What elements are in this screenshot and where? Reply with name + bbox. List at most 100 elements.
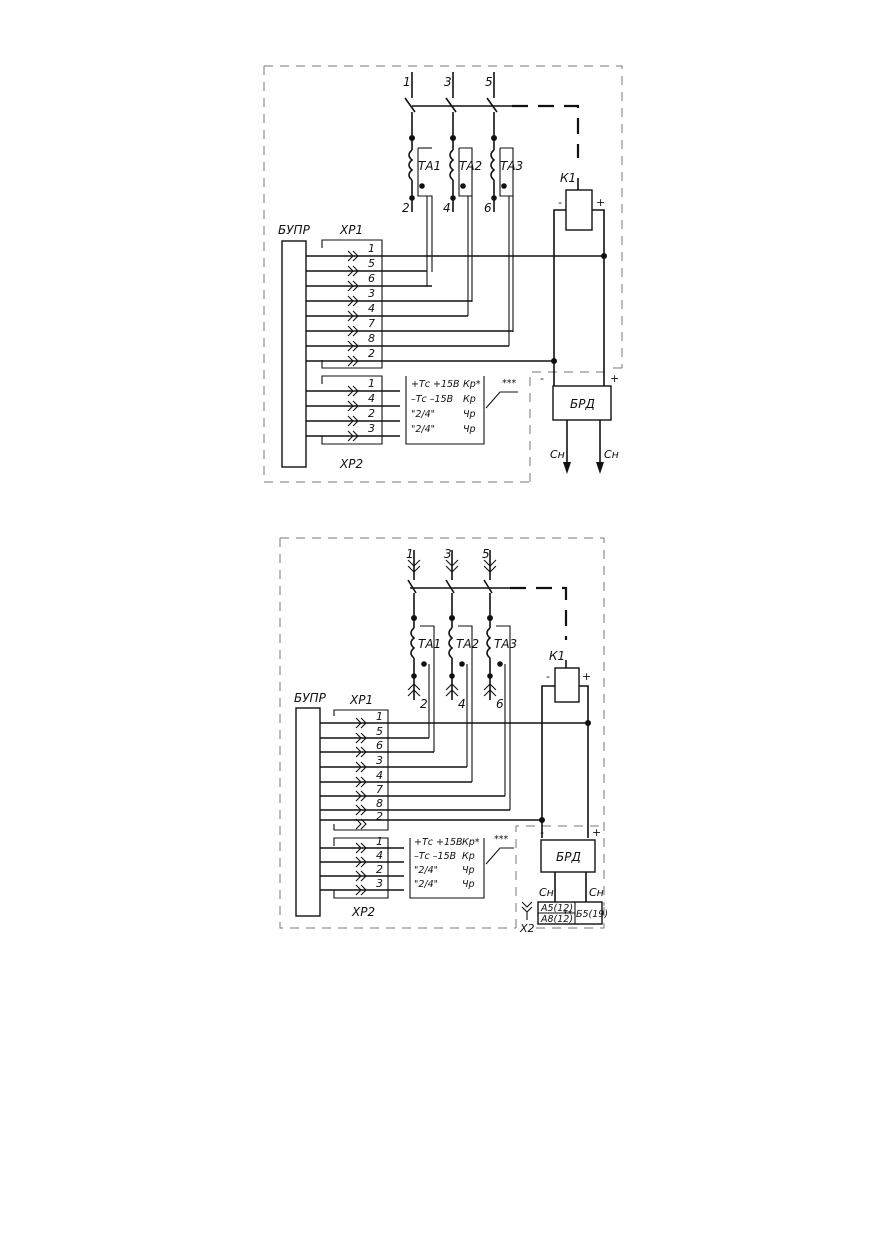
signal-name: "2/4" <box>411 424 435 435</box>
bupr-block <box>295 707 321 917</box>
tt-terminal-label: 6 <box>484 201 492 215</box>
diagram-1: 1 3 5 <box>263 65 623 483</box>
xp1-pin-number: 7 <box>368 317 375 330</box>
enclosure-boundary-right <box>536 906 605 929</box>
xp1-pin-number: 1 <box>376 710 383 723</box>
circuit-breaker <box>404 97 580 158</box>
signal-code: Чр <box>463 409 476 420</box>
relay-coil <box>565 189 593 231</box>
xp1-pin-lines <box>306 255 604 362</box>
xp2-label: ХР2 <box>351 905 375 919</box>
output-label: Сн <box>604 448 619 461</box>
terminal-cell: А5(12) <box>540 903 573 914</box>
phase-label: 3 <box>444 547 452 561</box>
xp1-pin-number: 3 <box>376 754 383 767</box>
tt-label: ТА2 <box>456 637 479 651</box>
terminal-block: А5(12) А8(12) Б5(19) ** Х2 <box>519 901 608 935</box>
phase-label: 1 <box>406 547 414 561</box>
signal-name: "2/4" <box>414 879 438 890</box>
signal-name: "2/4" <box>414 865 438 876</box>
circuit-breaker <box>407 579 568 640</box>
signal-name: +Тс +15В <box>411 379 460 390</box>
xp1-label: ХР1 <box>339 223 363 237</box>
brd-label: БРД <box>556 850 581 864</box>
brd-minus-label: - <box>540 826 544 839</box>
xp2-pin-number: 2 <box>376 863 383 876</box>
xp1-pin-number: 2 <box>368 347 375 360</box>
enclosure-boundary <box>263 65 623 483</box>
footnote-mark: *** <box>502 378 517 389</box>
phase-label: 5 <box>485 75 493 89</box>
tt-label: ТА1 <box>418 637 441 651</box>
tt-label: ТА2 <box>459 159 482 173</box>
enclosure-boundary <box>279 537 605 929</box>
brd-label: БРД <box>570 397 595 411</box>
xp1-connector: ХР1 1 5 6 3 4 7 8 2 <box>320 693 588 831</box>
xp1-pin-number: 3 <box>368 287 375 300</box>
signal-code: Кр* <box>462 837 480 848</box>
relay-coil <box>554 667 580 703</box>
tt-label: ТА1 <box>418 159 441 173</box>
output-label: Сн <box>550 448 565 461</box>
relay-k1: К1 - + <box>551 171 607 386</box>
xp2-pin-number: 4 <box>376 849 383 862</box>
xp1-pin-number: 5 <box>376 725 383 738</box>
phase-inputs: 1 3 5 <box>406 547 497 580</box>
signal-name: "2/4" <box>411 409 435 420</box>
xp2-pin-number: 1 <box>376 835 383 848</box>
relay-plus-label: + <box>596 196 605 209</box>
xp1-pin-number: 4 <box>368 302 375 315</box>
relay-plus-label: + <box>582 670 591 683</box>
xp1-connector: ХР1 1 5 <box>306 223 604 369</box>
signal-code: Чр <box>462 879 475 890</box>
bupr-label: БУПР <box>278 223 311 237</box>
signal-code: Кр <box>462 851 475 862</box>
relay-label: К1 <box>560 171 576 185</box>
signal-code: Кр <box>463 394 476 405</box>
signal-name: +Тс +15В <box>414 837 463 848</box>
xp2-label: ХР2 <box>339 457 363 471</box>
xp1-pin-number: 8 <box>368 332 375 345</box>
tt-terminal-label: 2 <box>402 201 410 215</box>
relay-minus-label: - <box>546 670 550 683</box>
brd-block: БРД - + Сн Сн <box>539 826 604 902</box>
current-transformers: ТА1 ТА2 ТА3 2 4 6 <box>402 138 523 346</box>
xp2-pin-number: 4 <box>368 392 375 405</box>
tt-terminal-label: 6 <box>496 697 504 711</box>
relay-label: К1 <box>549 649 565 663</box>
tt-terminal-label: 4 <box>458 697 466 711</box>
signal-code: Кр* <box>463 379 481 390</box>
tt-terminal-label: 4 <box>443 201 451 215</box>
output-label: Сн <box>539 886 554 899</box>
signal-name: –Тс –15В <box>414 851 456 862</box>
tt-label: ТА3 <box>494 637 517 651</box>
xp1-pin-number: 8 <box>376 797 383 810</box>
footnote-mark: *** <box>494 834 509 845</box>
brd-enclosure-boundary <box>529 371 612 482</box>
xp2-pin-number: 3 <box>376 877 383 890</box>
xp1-pin-number: 6 <box>368 272 375 285</box>
relay-k1: К1 - + <box>539 649 591 838</box>
xp2-pin-number: 2 <box>368 407 375 420</box>
terminal-cell: Б5(19) <box>576 909 608 920</box>
xp1-pin-number: 4 <box>376 769 383 782</box>
xp1-label: ХР1 <box>349 693 373 707</box>
current-transformers: ТА1 ТА2 ТА3 2 4 6 <box>407 618 517 810</box>
tt-label: ТА3 <box>500 159 523 173</box>
bupr-label: БУПР <box>294 691 327 705</box>
output-label: Сн <box>589 886 604 899</box>
signal-code: Чр <box>462 865 475 876</box>
brd-block: БРД - + Сн Сн <box>540 361 619 474</box>
diagram-2: 1 3 5 <box>279 537 608 935</box>
xp1-pin-number: 1 <box>368 242 375 255</box>
brd-plus-label: + <box>610 372 619 385</box>
brd-minus-label: - <box>540 372 544 385</box>
xp2-pin-number: 3 <box>368 422 375 435</box>
bupr-block <box>281 240 307 468</box>
terminal-mark: ** <box>563 909 573 920</box>
phase-label: 3 <box>444 75 452 89</box>
phase-label: 5 <box>482 547 490 561</box>
signal-name: –Тс –15В <box>411 394 453 405</box>
xp2-pin-number: 1 <box>368 377 375 390</box>
xp1-pin-number: 5 <box>368 257 375 270</box>
